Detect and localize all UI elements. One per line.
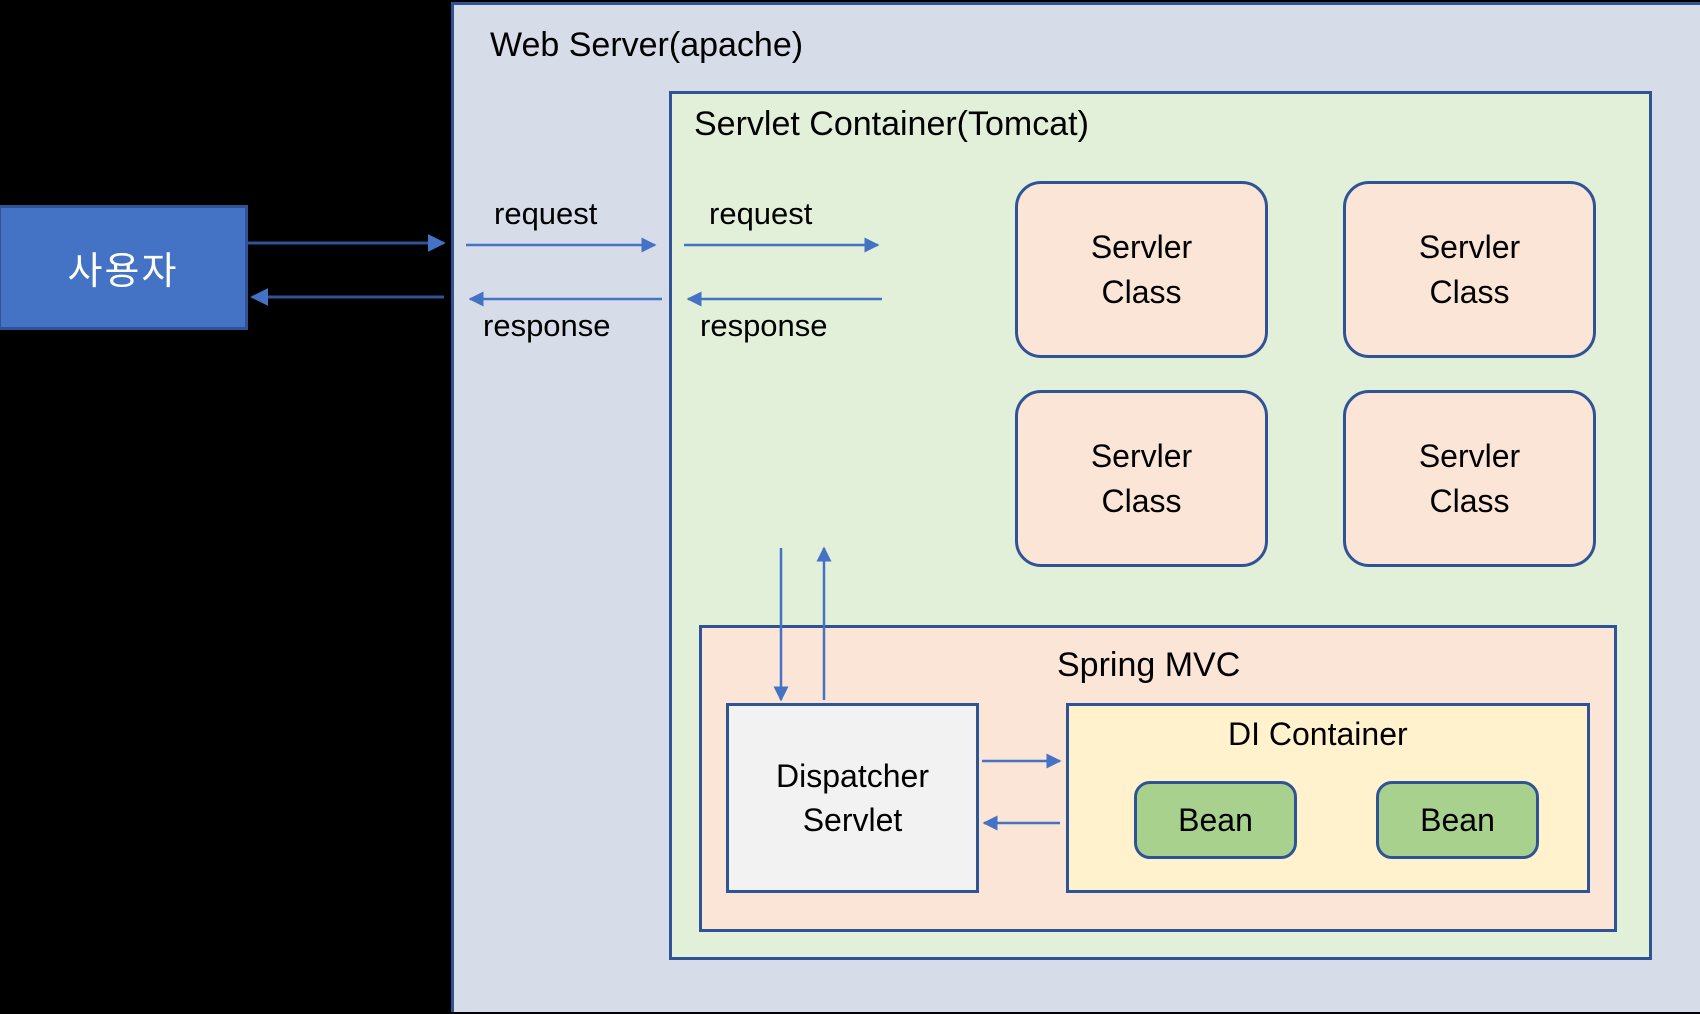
user-actor-label: 사용자 bbox=[67, 251, 179, 293]
user-actor-box: 사용자 bbox=[0, 205, 248, 330]
bean-card: Bean bbox=[1376, 781, 1539, 859]
servler-class-line2: Class bbox=[1101, 273, 1182, 310]
servler-class-card: Servler Class bbox=[1343, 181, 1596, 358]
dispatcher-servlet-line1: Dispatcher bbox=[776, 757, 929, 794]
di-container-title: DI Container bbox=[1228, 716, 1408, 752]
servler-class-line1: Servler bbox=[1418, 438, 1521, 475]
servler-class-line1: Servler bbox=[1418, 229, 1521, 266]
servler-class-line2: Class bbox=[1429, 273, 1510, 310]
dispatcher-servlet-box: Dispatcher Servlet bbox=[726, 703, 979, 893]
bean-label: Bean bbox=[1420, 801, 1495, 838]
response-label-web-server: response bbox=[483, 308, 611, 343]
bean-card: Bean bbox=[1134, 781, 1297, 859]
servlet-container-title: Servlet Container(Tomcat) bbox=[694, 105, 1089, 143]
servler-class-line2: Class bbox=[1429, 482, 1510, 519]
servler-class-card: Servler Class bbox=[1015, 181, 1268, 358]
servler-class-card: Servler Class bbox=[1343, 390, 1596, 567]
bean-label: Bean bbox=[1178, 801, 1253, 838]
dispatcher-servlet-line2: Servlet bbox=[802, 802, 903, 838]
request-label-tomcat: request bbox=[709, 196, 813, 231]
servler-class-line1: Servler bbox=[1090, 229, 1193, 266]
servler-class-line2: Class bbox=[1101, 482, 1182, 519]
servler-class-card: Servler Class bbox=[1015, 390, 1268, 567]
spring-mvc-title: Spring MVC bbox=[1057, 646, 1241, 684]
web-server-title: Web Server(apache) bbox=[490, 26, 804, 64]
request-label-web-server: request bbox=[494, 196, 598, 231]
servler-class-line1: Servler bbox=[1090, 438, 1193, 475]
response-label-tomcat: response bbox=[700, 308, 828, 343]
